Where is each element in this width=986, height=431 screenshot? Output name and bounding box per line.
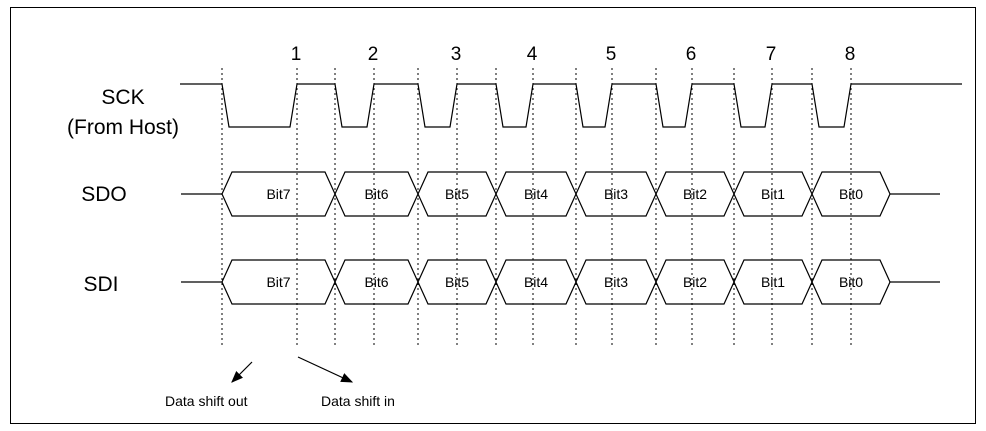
sdi-bit-label: Bit7	[266, 274, 290, 290]
diagram-border	[10, 7, 976, 424]
shift-out-note: Data shift out	[165, 393, 248, 409]
sdi-bit-label: Bit1	[761, 274, 785, 290]
sdo-bit-label: Bit6	[364, 186, 388, 202]
sdo-bit-label: Bit3	[604, 186, 628, 202]
sdo-bit-label: Bit0	[839, 186, 863, 202]
timing-guide-lines	[221, 68, 852, 348]
sdo-waveform: Bit7 Bit6 Bit5 Bit4 Bit3 Bit2 Bit1 Bit0	[181, 171, 940, 217]
sdo-bit-label: Bit4	[524, 186, 548, 202]
clock-cycle-number: 2	[368, 44, 379, 65]
shift-in-arrow	[297, 356, 354, 383]
clock-cycle-number: 8	[845, 44, 856, 65]
sck-label: SCK	[101, 86, 144, 109]
sdi-bit-cell	[811, 259, 891, 305]
clock-cycle-number: 7	[766, 44, 777, 65]
clock-cycle-number: 6	[686, 44, 697, 65]
sdi-bit-label: Bit2	[683, 274, 707, 290]
sdo-bit-label: Bit2	[683, 186, 707, 202]
clock-cycle-number: 5	[606, 44, 617, 65]
sdi-bit-label: Bit6	[364, 274, 388, 290]
sdo-bit-label: Bit1	[761, 186, 785, 202]
clock-cycle-number: 4	[527, 44, 538, 65]
clock-cycle-number: 1	[291, 44, 302, 65]
sdo-bit-cell	[811, 171, 891, 217]
shift-in-note: Data shift in	[321, 393, 395, 409]
sdi-bit-label: Bit4	[524, 274, 548, 290]
sdo-label: SDO	[81, 183, 127, 206]
sdo-bit-label: Bit7	[266, 186, 290, 202]
sck-waveform	[180, 83, 962, 128]
sdi-bit-label: Bit3	[604, 274, 628, 290]
sdo-bit-label: Bit5	[445, 186, 469, 202]
clock-cycle-numbers: 1 2 3 4 5 6 7 8	[291, 44, 856, 65]
clock-cycle-number: 3	[451, 44, 462, 65]
sdi-waveform: Bit7 Bit6 Bit5 Bit4 Bit3 Bit2 Bit1 Bit0	[181, 259, 940, 305]
sdi-bit-label: Bit0	[839, 274, 863, 290]
sck-source-label: (From Host)	[67, 116, 179, 139]
sdi-bit-label: Bit5	[445, 274, 469, 290]
shift-out-arrow	[231, 361, 253, 383]
sdi-label: SDI	[83, 273, 118, 296]
